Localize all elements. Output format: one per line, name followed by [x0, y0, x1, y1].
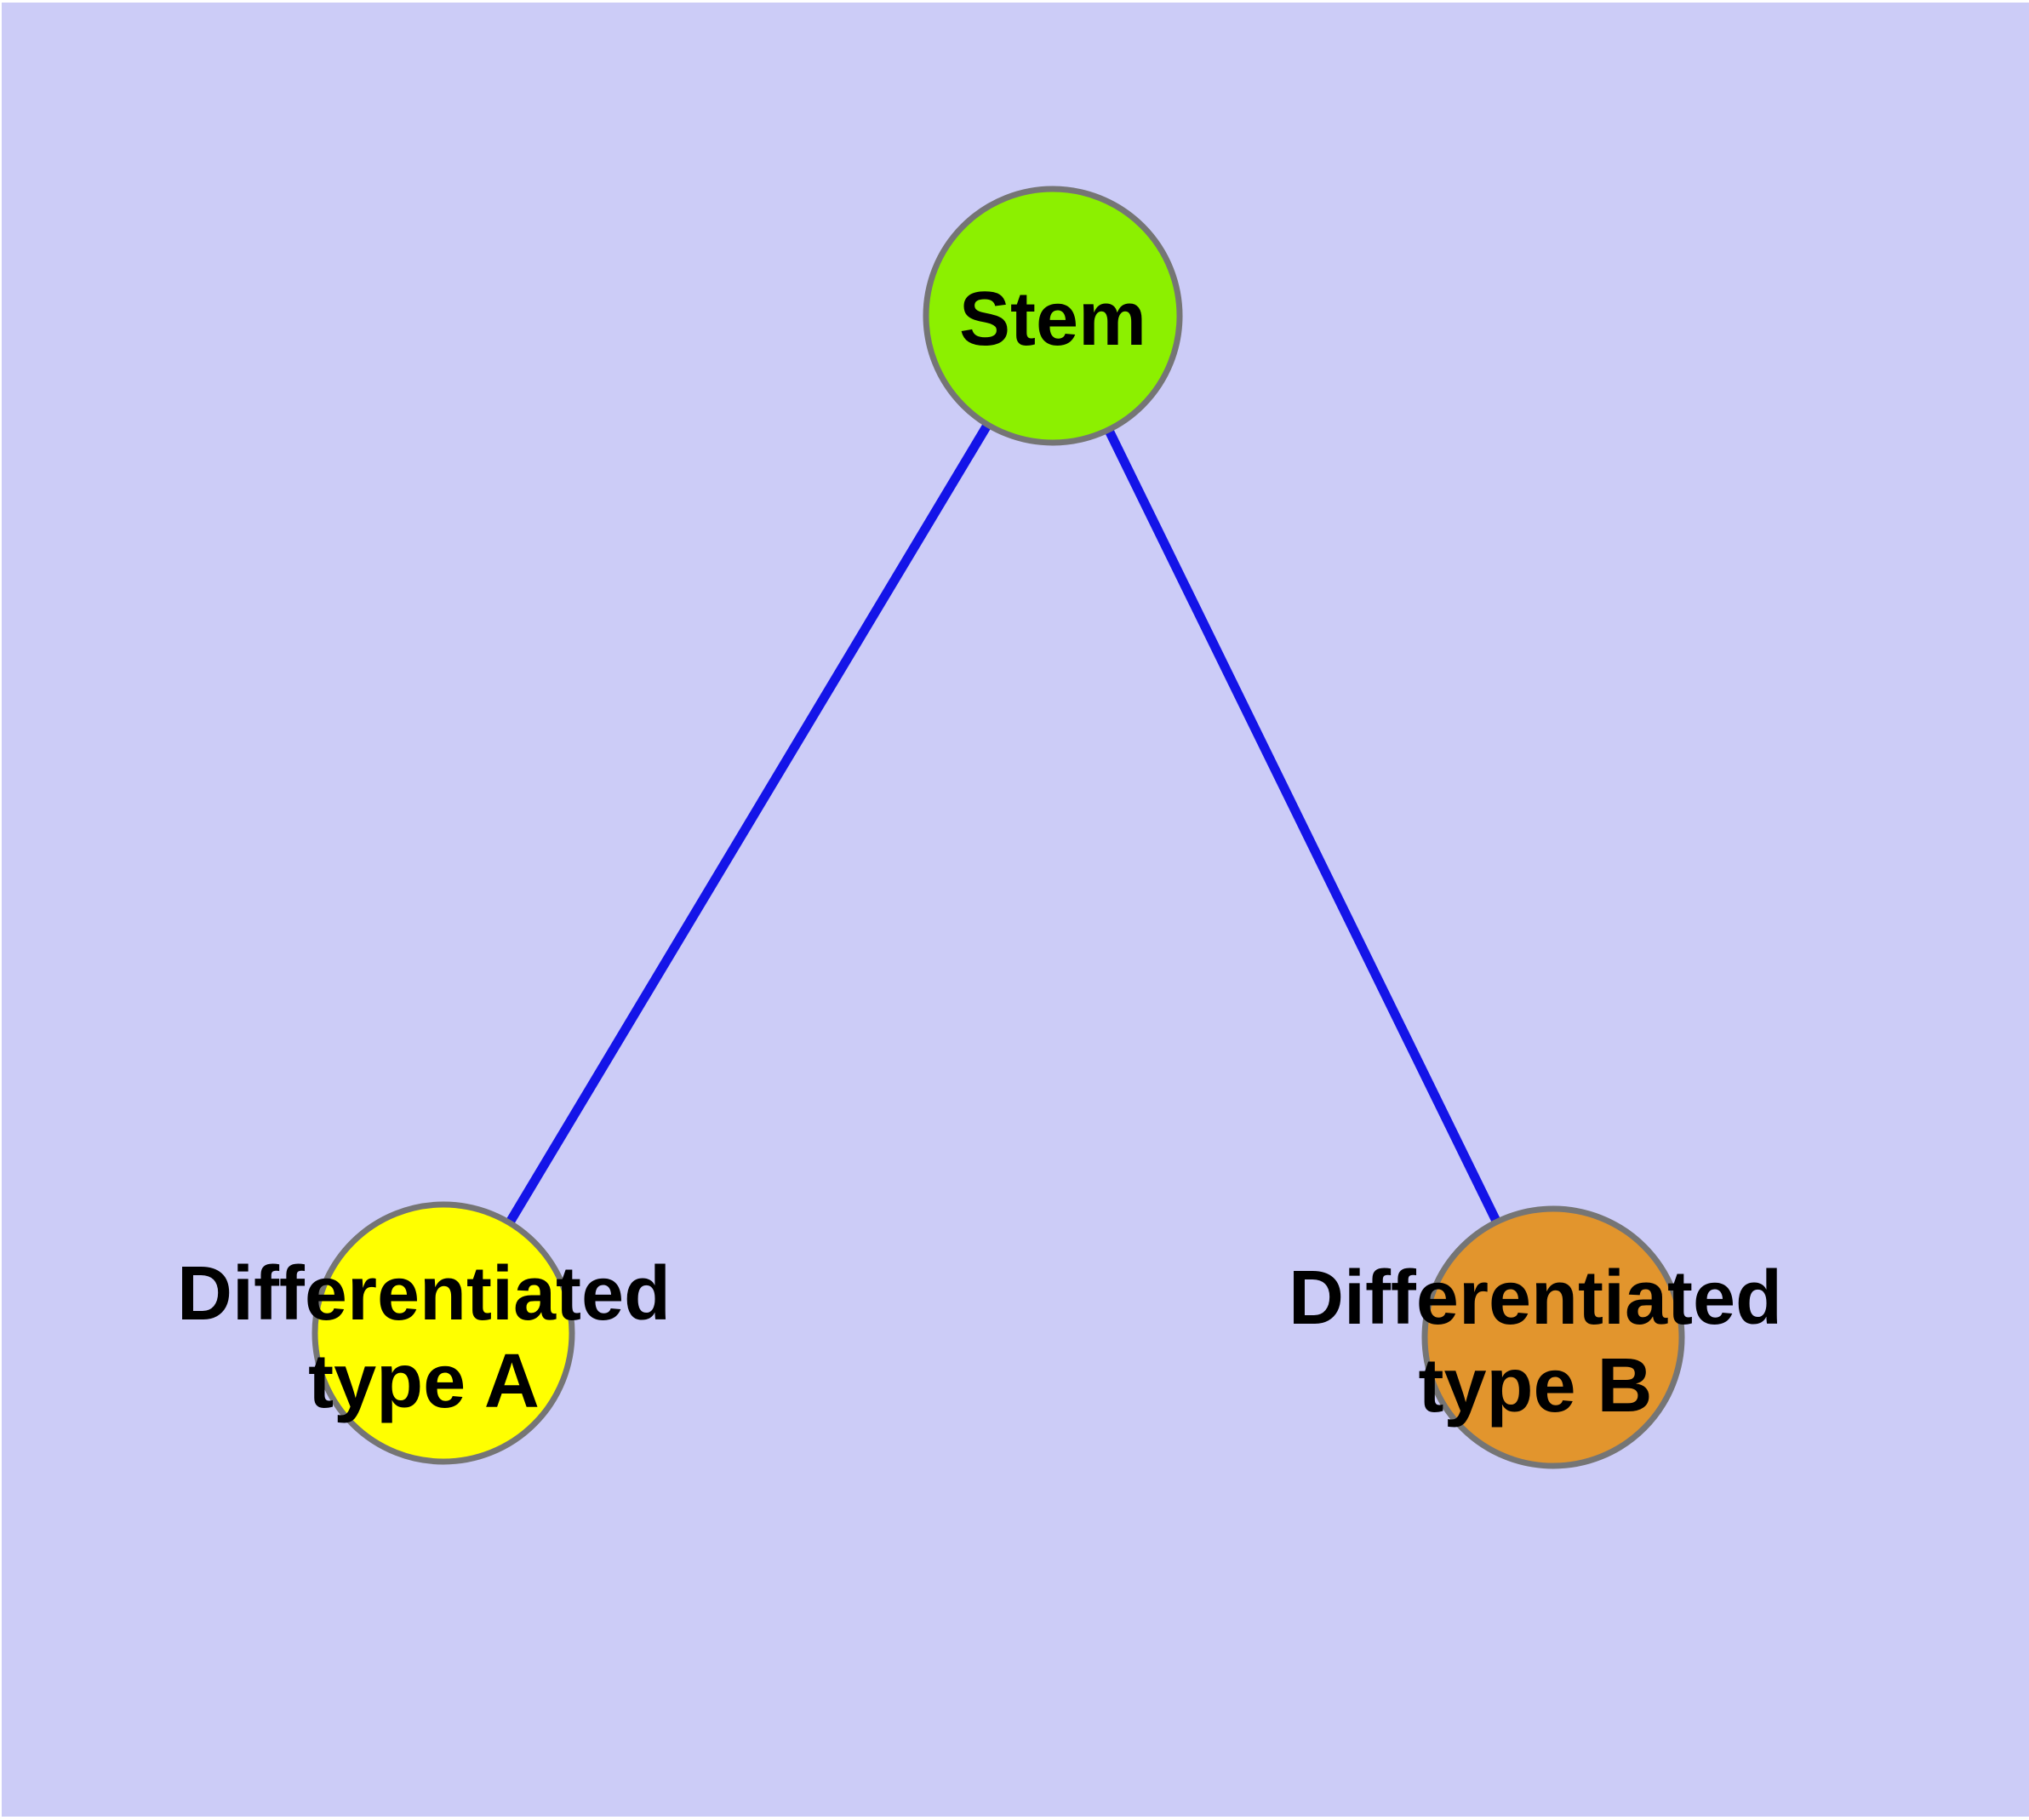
node-stem: Stem: [923, 186, 1183, 446]
node-differentiated-type-a-label-line1: Differentiated: [177, 1251, 671, 1336]
node-stem-label: Stem: [959, 277, 1146, 362]
node-differentiated-type-a-circle: [311, 1201, 575, 1465]
node-differentiated-type-b-label-line2: type B: [1418, 1343, 1652, 1428]
edge-stem-to-type-a: [439, 313, 1057, 1336]
node-differentiated-type-b-label-line1: Differentiated: [1289, 1256, 1782, 1341]
node-differentiated-type-a-label-line2: type A: [308, 1339, 540, 1424]
node-differentiated-type-a: Differentiated type A: [177, 1201, 671, 1465]
edge-group: [439, 313, 1557, 1340]
node-differentiated-type-b-label: Differentiated type B: [1289, 1256, 1782, 1428]
edge-stem-to-type-b: [1049, 313, 1557, 1340]
node-differentiated-type-b: Differentiated type B: [1289, 1205, 1782, 1469]
node-differentiated-type-a-label: Differentiated type A: [177, 1251, 671, 1424]
node-differentiated-type-b-circle: [1421, 1205, 1685, 1469]
node-stem-circle: [923, 186, 1183, 446]
